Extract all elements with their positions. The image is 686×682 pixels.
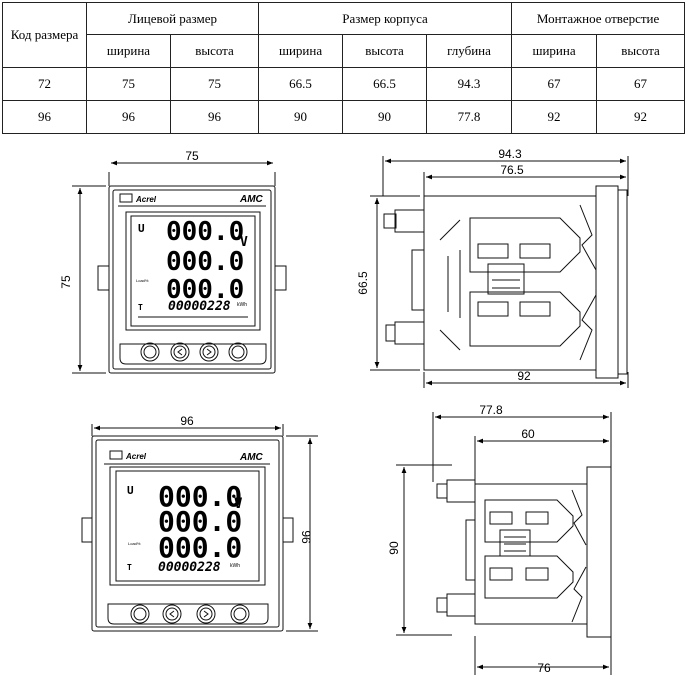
table-cell: 66.5 (258, 67, 344, 101)
table-cell: 96 (86, 100, 171, 134)
front-view-96: 96 96 Acrel AMC U 000.0 000.0 000.0 V Lo… (81, 414, 318, 632)
front96-line1: 000.0 (158, 480, 242, 513)
front72-label-t: T (138, 303, 143, 312)
side96-hole-dim: 76 (537, 661, 551, 675)
front96-line3: 000.0 (158, 531, 242, 564)
side72-body-dim: 76.5 (500, 163, 524, 177)
front96-unit: V (234, 496, 243, 512)
header-hole-width: ширина (511, 34, 598, 68)
front96-energy: 00000228 (158, 560, 221, 575)
front96-brand: Acrel (125, 452, 147, 461)
front72-brand: Acrel (135, 195, 157, 204)
header-mounting-hole: Монтажное отверстие (511, 2, 686, 35)
header-body-width: ширина (258, 34, 344, 68)
front72-line3: 000.0 (166, 275, 244, 305)
front72-label-u: U (138, 222, 145, 235)
table-cell: 94.3 (426, 67, 513, 101)
front96-label-t: T (127, 563, 132, 572)
table-row: 96 96 96 90 90 77.8 92 92 (2, 100, 686, 134)
front96-model: AMC (239, 452, 264, 463)
header-face-height: высота (169, 34, 260, 68)
table-cell: 77.8 (426, 100, 513, 134)
front72-small-label: Load% (136, 278, 149, 283)
table-cell: 92 (596, 100, 686, 134)
side96-height-dim: 90 (387, 541, 401, 555)
front72-line2: 000.0 (166, 247, 244, 277)
front72-buttons (119, 342, 267, 365)
side72-hole-dim: 92 (517, 369, 531, 383)
front72-energy-unit: kWh (237, 302, 247, 308)
header-body-height: высота (342, 34, 428, 68)
front96-height-dim: 96 (299, 530, 313, 544)
front72-height-dim: 75 (59, 275, 73, 289)
front72-unit: V (240, 235, 248, 250)
table-cell: 75 (169, 67, 260, 101)
table-row: 72 75 75 66.5 66.5 94.3 67 67 (2, 67, 686, 101)
front72-line1: 000.0 (166, 217, 244, 247)
front96-buttons (107, 603, 269, 625)
front72-energy: 00000228 (168, 299, 231, 314)
table-cell: 66.5 (342, 67, 428, 101)
header-body-depth: глубина (426, 34, 513, 68)
side96-body-dim: 60 (521, 427, 535, 441)
front96-energy-unit: kWh (230, 563, 240, 569)
front-view-72: 75 75 Acrel AMC U 000.0 000.0 000.0 V Lo… (59, 149, 287, 374)
front72-model: AMC (239, 194, 264, 205)
side72-height-dim: 66.5 (356, 271, 370, 295)
table-cell: 96 (169, 100, 260, 134)
front96-line2: 000.0 (158, 505, 242, 538)
table-cell: 72 (2, 67, 87, 101)
header-hole-height: высота (596, 34, 686, 68)
table-cell: 92 (511, 100, 598, 134)
side-view-72: 94.3 76.5 66.5 92 (356, 147, 629, 388)
table-cell: 96 (2, 100, 87, 134)
header-face-size: Лицевой размер (85, 2, 260, 35)
header-code: Код размера (2, 2, 87, 68)
side96-depth-dim: 77.8 (479, 403, 503, 417)
dimensions-table: Код размера Лицевой размер Размер корпус… (2, 2, 686, 134)
front96-label-u: U (127, 484, 134, 497)
side-view-96: 77.8 60 90 76 (387, 403, 612, 675)
front72-width-dim: 75 (185, 149, 199, 163)
front96-width-dim: 96 (180, 414, 194, 428)
front96-small-label: Load% (128, 541, 141, 546)
side72-depth-dim: 94.3 (498, 147, 522, 161)
